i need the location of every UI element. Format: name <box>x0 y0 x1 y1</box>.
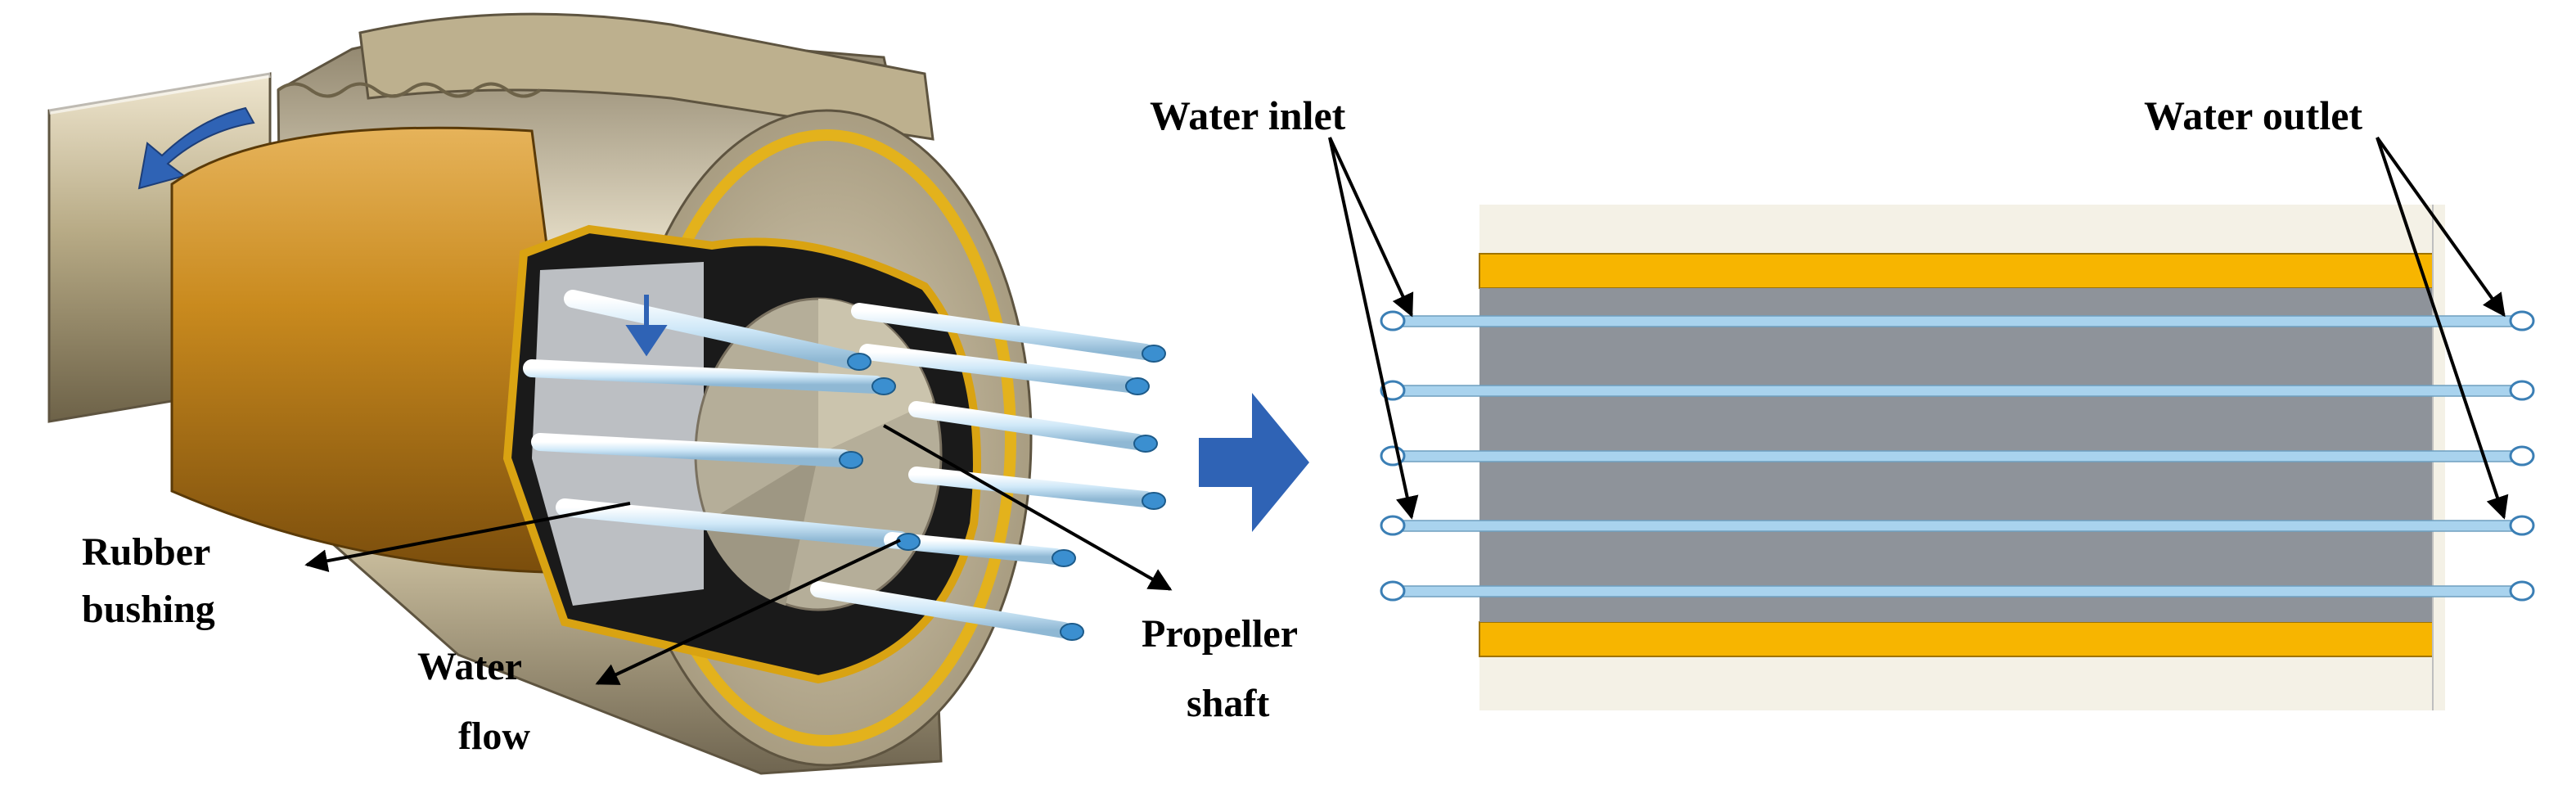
label-propeller-shaft-line1: Propeller <box>1142 612 1298 656</box>
water-channel <box>1386 385 2529 397</box>
leader-propeller-shaft <box>883 424 1173 591</box>
leader-water-inlet-2 <box>1328 137 1419 520</box>
water-channel <box>1386 585 2529 597</box>
housing-flange <box>358 12 934 141</box>
water-flow-arrow-icon <box>625 295 668 357</box>
leader-lines-right <box>1328 136 2509 520</box>
outlet-droplet-icons <box>2509 310 2535 602</box>
leader-water-flow <box>595 539 901 685</box>
water-channels <box>1386 315 2529 597</box>
bushing-bottom-layer <box>1479 621 2434 657</box>
rotation-arrow-icon <box>137 106 255 190</box>
water-channel <box>1386 450 2529 462</box>
water-droplet-icons <box>839 345 1166 641</box>
leader-water-inlet-1 <box>1328 137 1414 318</box>
label-rubber-bushing-line1: Rubber <box>82 530 210 574</box>
water-flow-tubes <box>523 290 1154 638</box>
label-water-outlet: Water outlet <box>2144 92 2362 138</box>
leader-lines-left <box>304 424 1173 685</box>
bearing-cross-section <box>1380 205 2535 710</box>
bearing-cutaway-illustration <box>47 12 1166 775</box>
transform-arrow-icon <box>1199 393 1309 532</box>
inlet-droplet-icons <box>1380 310 1406 602</box>
label-water-flow-line2: flow <box>458 715 530 758</box>
water-channel <box>1386 520 2529 532</box>
label-rubber-bushing-line2: bushing <box>82 588 215 631</box>
leader-rubber-bushing <box>304 502 631 573</box>
leader-water-outlet-1 <box>2376 136 2506 318</box>
label-water-inlet: Water inlet <box>1150 92 1346 138</box>
label-propeller-shaft-line2: shaft <box>1187 682 1269 725</box>
leader-water-outlet-2 <box>2376 137 2509 520</box>
bushing-top-layer <box>1479 253 2434 289</box>
water-channel <box>1386 315 2529 327</box>
label-water-flow-line1: Water <box>417 645 522 688</box>
